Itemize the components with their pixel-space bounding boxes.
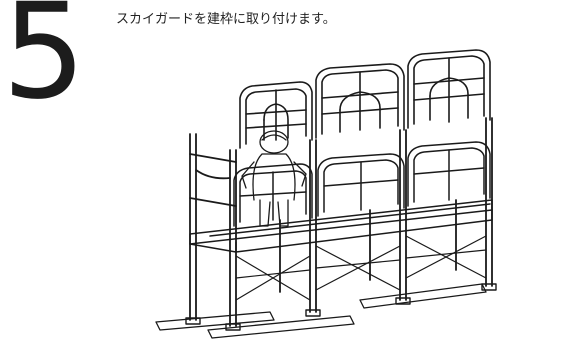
worker-figure: [241, 130, 307, 227]
scaffold-frames: [189, 117, 493, 327]
cross-braces: [235, 235, 487, 301]
base-jacks: [185, 283, 497, 331]
upper-sky-guard-panels: [239, 49, 491, 149]
step-instruction: スカイガードを建枠に取り付けます。: [116, 12, 336, 27]
working-deck: [189, 199, 493, 253]
step-number: 5: [2, 0, 86, 129]
ground-boards: [155, 283, 487, 339]
scaffold-sky-guard-illustration: [150, 30, 510, 342]
